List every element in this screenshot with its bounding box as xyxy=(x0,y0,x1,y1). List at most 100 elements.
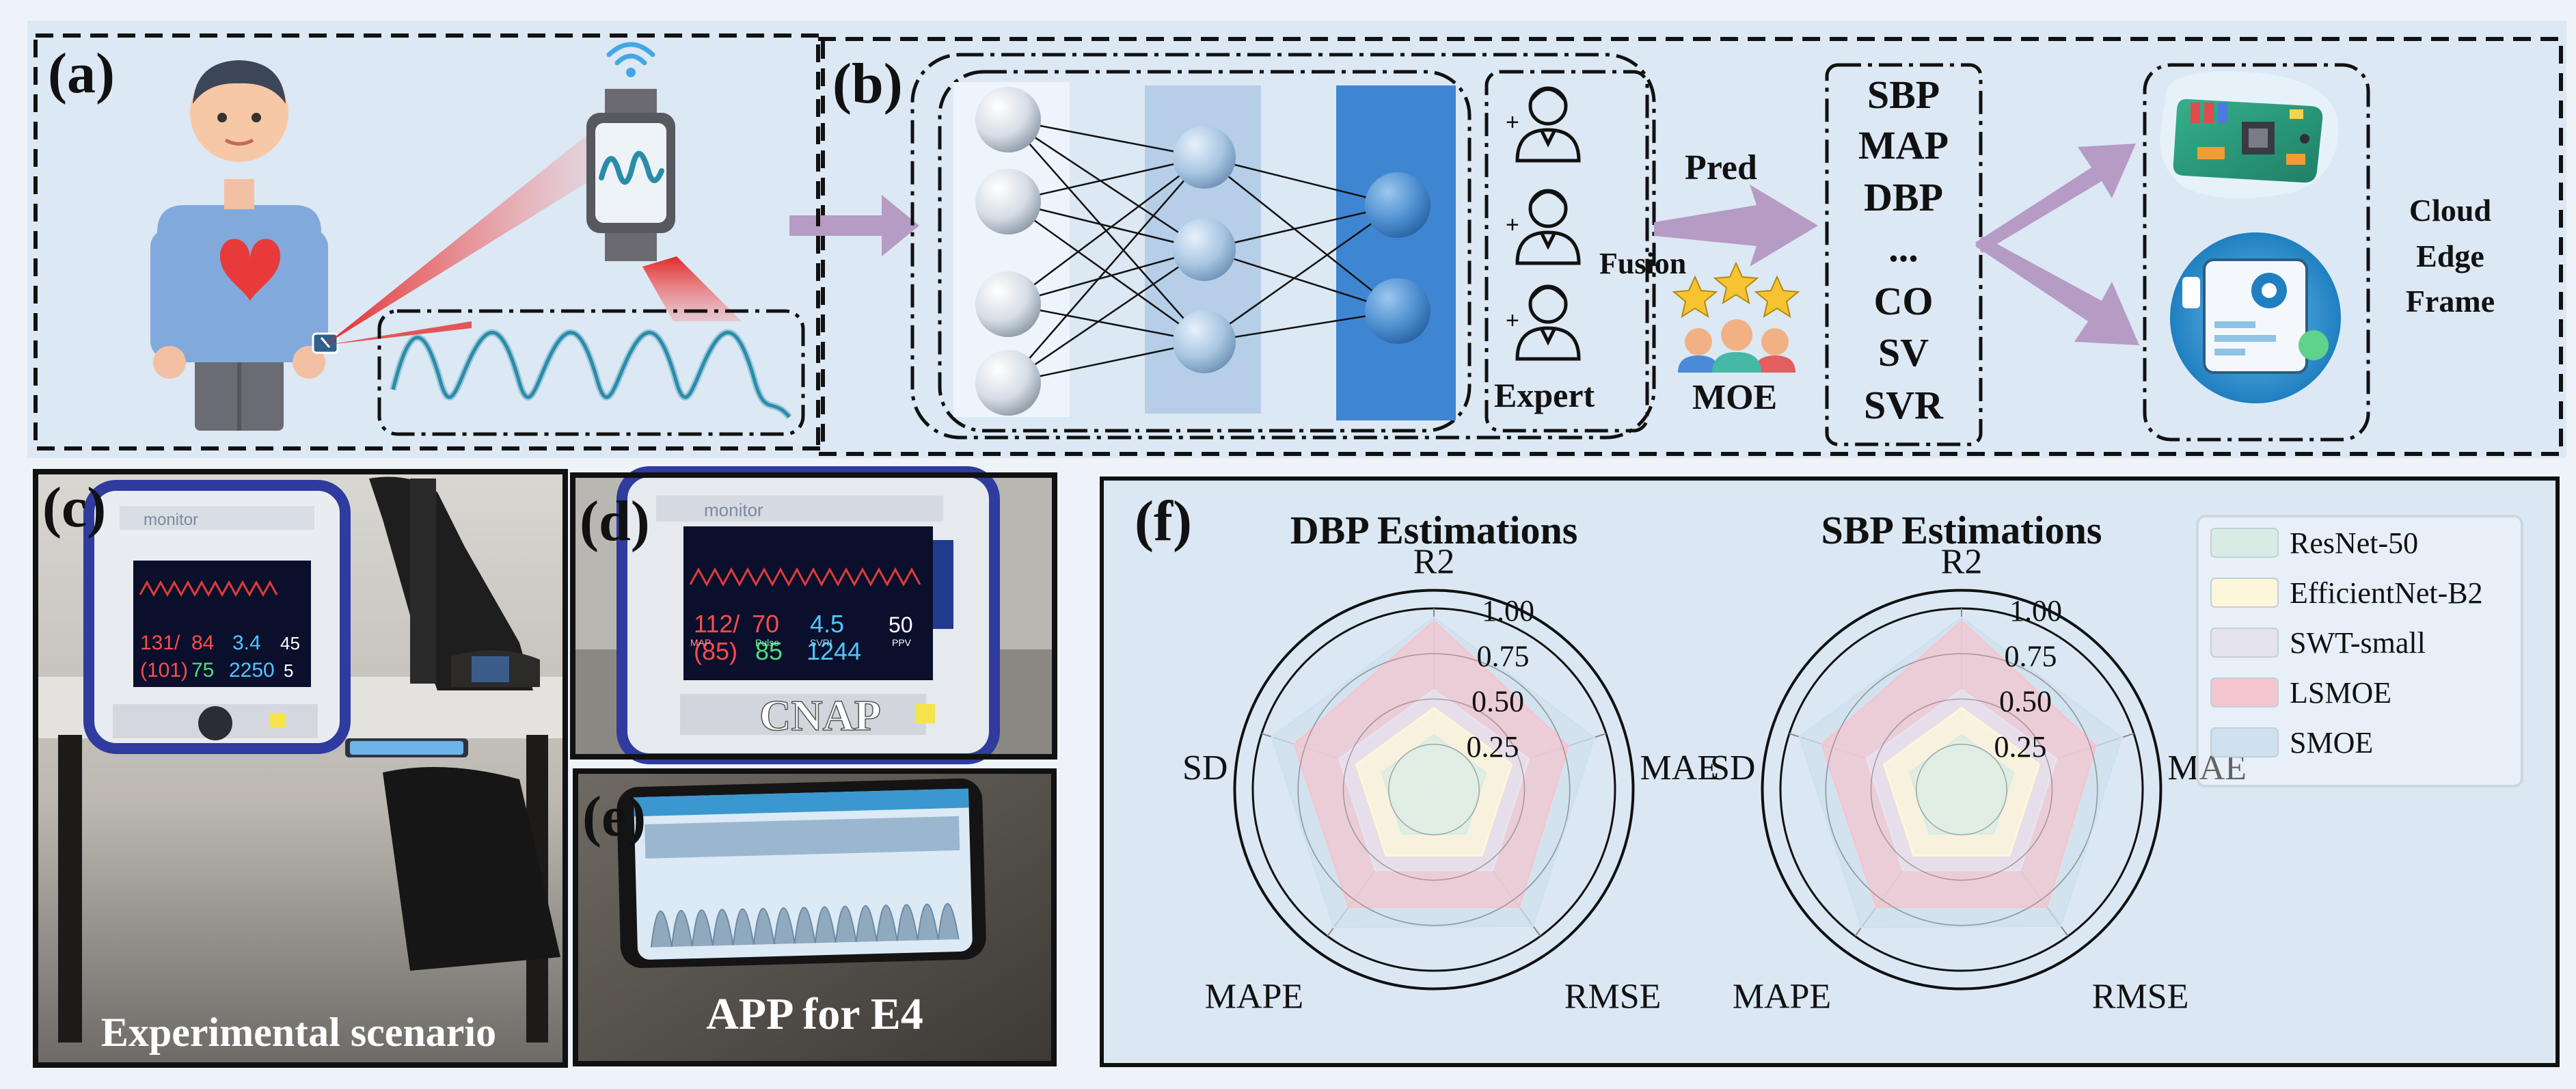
radar-dbp-axis-rmse: RMSE xyxy=(1564,978,1662,1017)
radar-sbp-axis-rmse: RMSE xyxy=(2092,978,2189,1017)
wifi-icon xyxy=(614,53,647,66)
radar-dbp-series-resnet-50 xyxy=(1381,734,1487,835)
moe-icon xyxy=(1672,261,1800,373)
panel-d-monitor-ppv: 50 xyxy=(889,613,913,637)
outputs-box xyxy=(1825,63,1983,446)
panel-d-label: (d) xyxy=(580,489,650,553)
panel-d-monitor-ci: 4.5 xyxy=(810,610,844,638)
panel-d-monitor-key-ppv: PPV xyxy=(892,637,912,648)
legend-label: ResNet-50 xyxy=(2290,526,2418,560)
radar-sbp-tick-label: 1.00 xyxy=(2009,594,2062,628)
legend-swatch xyxy=(2210,528,2279,558)
output-dbp: DBP xyxy=(1864,175,1943,219)
input-nodes xyxy=(975,87,1041,416)
output-sv: SV xyxy=(1878,330,1929,375)
output-map: MAP xyxy=(1858,123,1949,167)
deployment-box xyxy=(2143,63,2370,442)
panel-c-frame xyxy=(33,469,568,1068)
panel-d-monitor-svri: 1244 xyxy=(806,637,861,665)
svg-text:+: + xyxy=(1506,308,1519,334)
radar-dbp-title: DBP Estimations xyxy=(1290,508,1578,552)
panel-c-monitor-pulse: 75 xyxy=(191,659,214,682)
radar-dbp-tick-label: 1.00 xyxy=(1482,594,1534,628)
output-sbp: SBP xyxy=(1867,72,1940,117)
legend-swatch xyxy=(2210,677,2279,708)
panel-c-monitor-svr: 2250 xyxy=(229,659,275,682)
radar-sbp-tick-label: 0.25 xyxy=(1994,730,2047,764)
person-illustration xyxy=(150,60,339,431)
panel-e-label: (e) xyxy=(582,785,646,848)
legend-label: EfficientNet-B2 xyxy=(2290,576,2483,610)
legend-label: SMOE xyxy=(2290,726,2373,759)
expert-icons: + + + xyxy=(1506,86,1581,361)
panel-c-photo: monitor 131/ 84 (101) 75 3.4 2250 45 5 xyxy=(36,472,565,1065)
panel-d-monitor-dia: 70 xyxy=(752,610,779,638)
radar-dbp-axis-sd: SD xyxy=(1182,749,1228,788)
radar-dbp-outer-ring xyxy=(1233,589,1635,991)
panel-d-caption: CNAP xyxy=(759,691,881,740)
radar-sbp-outer-ring xyxy=(1761,589,2163,991)
radar-dbp-axis-mape: MAPE xyxy=(1205,978,1303,1017)
radar-dbp-gridline-0 xyxy=(1388,744,1480,835)
label-frame: Frame xyxy=(2406,284,2495,319)
legend: ResNet-50EfficientNet-B2SWT-smallLSMOESM… xyxy=(2196,515,2523,788)
moe-label: MOE xyxy=(1692,378,1777,417)
radar-dbp-gridline-2 xyxy=(1297,653,1571,926)
radar-sbp-series-resnet-50 xyxy=(1908,734,2015,835)
label-cloud: Cloud xyxy=(2409,193,2492,228)
legend-swatch xyxy=(2210,578,2279,608)
panel-d-photo: monitor 112/ 70 (85) 85 4.5 1244 50 MAP … xyxy=(573,466,1055,764)
arrow-to-edge-board xyxy=(1975,144,2136,253)
panel-d-monitor-pulse: 85 xyxy=(755,637,783,665)
panel-c-caption: Experimental scenario xyxy=(101,1010,496,1055)
panel-d-monitor-sys: 112/ xyxy=(694,610,740,638)
signal-beam xyxy=(325,133,595,345)
pred-label: Pred xyxy=(1685,148,1757,187)
signal-beam-lower xyxy=(642,256,742,321)
panel-c-monitor-brand: monitor xyxy=(144,511,198,529)
arrow-to-edge-phone xyxy=(1975,236,2139,345)
pred-arrow xyxy=(1654,185,1818,267)
panel-d-frame xyxy=(570,472,1057,759)
radar-dbp-tick-label: 0.75 xyxy=(1477,639,1530,673)
panel-b-frame xyxy=(816,37,2563,456)
signal-beam-left xyxy=(325,321,472,345)
output-layer-band xyxy=(1336,85,1456,420)
radar-sbp-tick-label: 0.75 xyxy=(2005,639,2057,673)
output-svr: SVR xyxy=(1864,383,1944,427)
output-nodes xyxy=(1365,172,1431,344)
radar-dbp-axis-r2: R2 xyxy=(1413,543,1455,582)
radar-sbp-axis-mape: MAPE xyxy=(1733,978,1831,1017)
output-co: CO xyxy=(1874,279,1934,323)
radar-sbp-gridline-0 xyxy=(1916,744,2007,835)
edge-board-icon xyxy=(2160,71,2339,199)
panel-d-monitor-key-map: MAP xyxy=(690,637,711,648)
fusion-label: Fusion xyxy=(1599,247,1686,280)
panel-d-monitor-key-svri: SVRI xyxy=(810,637,832,648)
radar-dbp-gridline-1 xyxy=(1342,698,1526,881)
panel-e-frame xyxy=(573,768,1057,1066)
legend-swatch xyxy=(2210,628,2279,658)
radar-sbp-axis-r2: R2 xyxy=(1941,543,1983,582)
radar-sbp-gridline-2 xyxy=(1825,653,2098,926)
legend-label: LSMOE xyxy=(2290,676,2391,710)
arrow-a-to-b xyxy=(789,195,919,256)
radar-dbp-tick-label: 0.50 xyxy=(1472,685,1524,718)
panel-c-monitor-map: (101) xyxy=(140,659,188,682)
label-edge: Edge xyxy=(2416,239,2484,273)
panel-e-photo xyxy=(575,771,1054,1064)
radar-dbp-tick-label: 0.25 xyxy=(1467,730,1519,764)
radar-sbp-title: SBP Estimations xyxy=(1821,508,2102,552)
expert-label: Expert xyxy=(1494,376,1595,414)
smartwatch-icon xyxy=(586,42,675,261)
radar-sbp: SBP Estimations 0.250.500.751.00R2MAERMS… xyxy=(1710,508,2247,1017)
panel-c-monitor-pvi: 5 xyxy=(284,660,293,681)
panel-c-monitor-ppv: 45 xyxy=(280,633,300,654)
panel-d-monitor-key-pulse: Pulse xyxy=(755,637,779,648)
hidden-nodes xyxy=(1173,126,1236,373)
ppg-waveform-box xyxy=(377,309,805,436)
panel-a-label: (a) xyxy=(48,42,115,105)
ppg-waveform xyxy=(391,330,791,418)
